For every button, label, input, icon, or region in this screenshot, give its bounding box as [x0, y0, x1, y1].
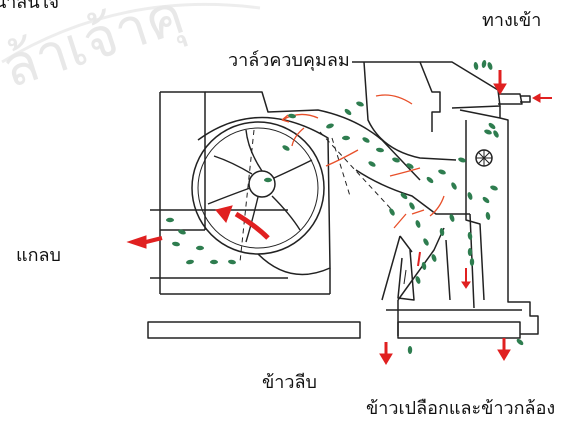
- grain: [469, 258, 475, 266]
- grain: [356, 101, 364, 107]
- grain: [415, 276, 421, 284]
- grain: [473, 62, 479, 70]
- right-column: [459, 106, 539, 335]
- grain: [389, 208, 395, 216]
- grain: [376, 147, 384, 153]
- grain: [458, 157, 466, 163]
- grain: [368, 161, 376, 167]
- grain: [431, 254, 437, 262]
- grain: [282, 145, 290, 151]
- grain: [487, 62, 493, 70]
- fan-scroll: [197, 116, 331, 276]
- grain: [344, 108, 352, 116]
- fan-blades: [207, 129, 313, 243]
- grain: [485, 212, 491, 220]
- grain: [451, 182, 457, 190]
- grain: [407, 346, 413, 354]
- grain: [423, 238, 429, 246]
- grain: [449, 214, 455, 222]
- grain: [342, 135, 350, 141]
- airflow-arrows: [281, 94, 445, 229]
- husk-outlet-label: แกลบ: [16, 245, 61, 266]
- direction-arrows: [126, 70, 552, 365]
- paddy-brown-rice-label: ข้าวเปลือกและข้าวกล้อง: [366, 398, 556, 419]
- header-fragment: น่าสนใจ: [0, 0, 60, 13]
- grain: [467, 192, 473, 200]
- grain: [400, 192, 408, 200]
- grain: [392, 157, 400, 163]
- grain: [362, 137, 370, 143]
- svg-text:ล้าเจ้าคุ: ล้าเจ้าคุ: [0, 0, 192, 102]
- base-left: [147, 321, 361, 339]
- grain: [178, 229, 186, 235]
- air-valve-label: วาล์วควบคุมลม: [228, 50, 350, 71]
- grain: [196, 245, 204, 251]
- grain: [439, 228, 445, 236]
- grain: [228, 259, 236, 265]
- grain: [264, 177, 272, 183]
- inlet-label: ทางเข้า: [482, 10, 542, 31]
- upper-duct: [205, 91, 421, 181]
- grain: [288, 113, 296, 119]
- grain: [516, 338, 524, 346]
- grain: [484, 129, 492, 135]
- grain: [426, 176, 434, 184]
- grain: [481, 60, 487, 68]
- grain: [467, 248, 473, 256]
- grain: [326, 123, 334, 129]
- fan-hub: [248, 170, 276, 198]
- fan-casing: [191, 121, 325, 255]
- grain: [467, 232, 473, 240]
- grain: [210, 259, 218, 265]
- grain: [172, 241, 180, 247]
- grain: [166, 217, 174, 223]
- grain: [186, 259, 194, 265]
- grain: [409, 202, 415, 210]
- grain: [415, 220, 421, 228]
- dashed-guide: [239, 129, 393, 263]
- hopper-right: [420, 61, 501, 109]
- base-right: [397, 321, 521, 339]
- inner-chute: [355, 169, 475, 309]
- grain: [421, 262, 427, 270]
- grain-particles: [166, 60, 524, 354]
- hopper: [352, 61, 457, 161]
- watermark-logo: ล้าเจ้าคุ: [0, 0, 261, 102]
- grain: [490, 185, 498, 191]
- lower-chute: [386, 300, 522, 336]
- grain: [493, 130, 499, 138]
- grain: [406, 163, 414, 169]
- grain: [482, 196, 490, 204]
- grain: [438, 169, 446, 175]
- shrunken-grain-label: ข้าวลีบ: [262, 372, 317, 393]
- grain: [488, 122, 496, 130]
